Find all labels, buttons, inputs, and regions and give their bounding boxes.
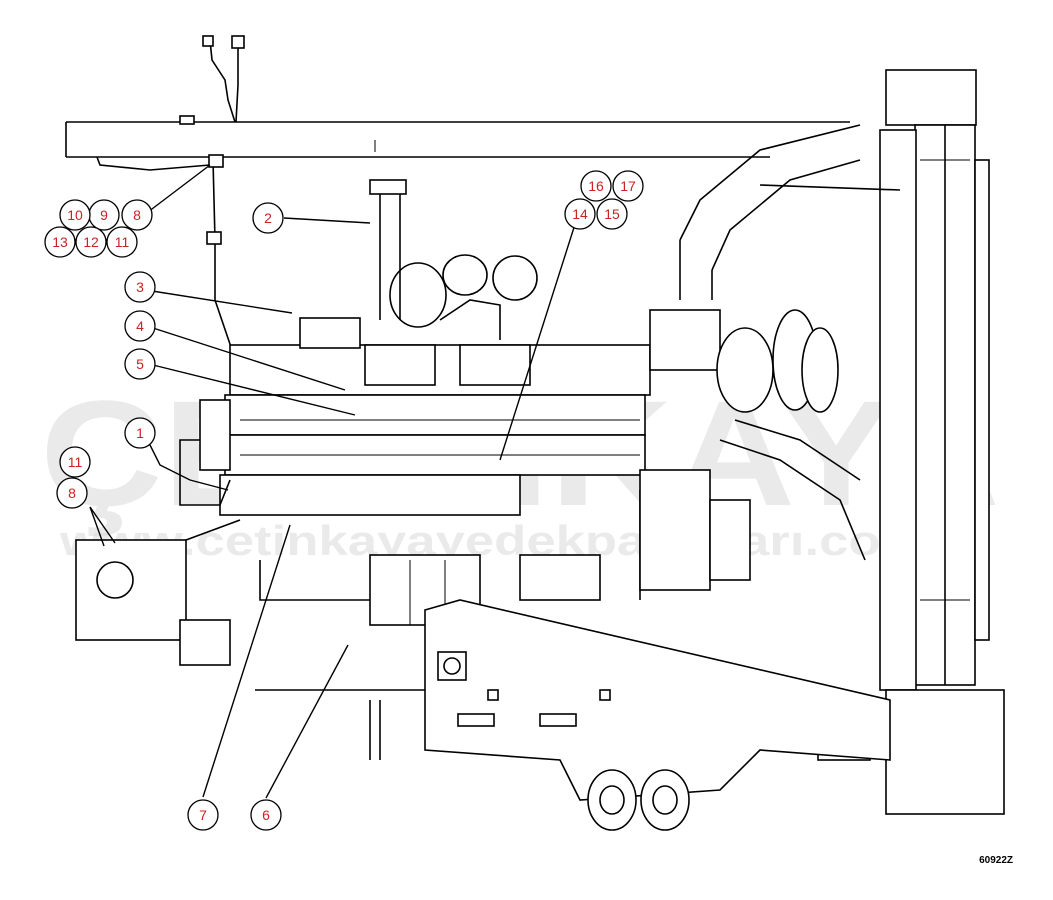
callout-label: 16 (588, 178, 604, 194)
drawing-id: 60922Z (979, 855, 1013, 866)
callout-4: 4 (124, 310, 156, 342)
callout-12: 12 (75, 226, 107, 258)
callout-label: 11 (115, 234, 130, 250)
callout-label: 6 (262, 807, 270, 823)
leader-lines (89, 164, 578, 799)
callout-label: 12 (83, 234, 99, 250)
callout-label: 2 (264, 210, 272, 226)
callout-13: 13 (44, 226, 76, 258)
callout-16: 16 (580, 170, 612, 202)
callout-label: 13 (52, 234, 68, 250)
callouts: 1 2 3 4 5 6 7 8 9 10 11 12 13 14 15 16 1… (44, 170, 644, 831)
callout-1: 1 (124, 417, 156, 449)
callout-7: 7 (187, 799, 219, 831)
engine-drawing (65, 35, 1005, 831)
callout-11-lower: 11 (59, 446, 91, 478)
callout-label: 11 (68, 454, 83, 470)
callout-label: 7 (199, 807, 207, 823)
callout-3: 3 (124, 271, 156, 303)
callout-label: 9 (100, 207, 108, 223)
callout-8: 8 (121, 199, 153, 231)
callout-label: 8 (133, 207, 141, 223)
callout-5: 5 (124, 348, 156, 380)
callout-label: 3 (136, 279, 144, 295)
callout-6: 6 (250, 799, 282, 831)
callout-10: 10 (59, 199, 91, 231)
callout-label: 4 (136, 318, 144, 334)
callout-label: 1 (136, 425, 144, 441)
callout-14: 14 (564, 198, 596, 230)
callout-label: 5 (136, 356, 144, 372)
callout-9: 9 (88, 199, 120, 231)
callout-label: 15 (604, 206, 620, 222)
callout-label: 10 (67, 207, 83, 223)
callout-15: 15 (596, 198, 628, 230)
callout-label: 8 (68, 485, 76, 501)
callout-17: 17 (612, 170, 644, 202)
callout-label: 14 (572, 206, 588, 222)
callout-2: 2 (252, 202, 284, 234)
callout-11: 11 (106, 226, 138, 258)
callout-8-lower: 8 (56, 477, 88, 509)
callout-label: 17 (620, 178, 636, 194)
